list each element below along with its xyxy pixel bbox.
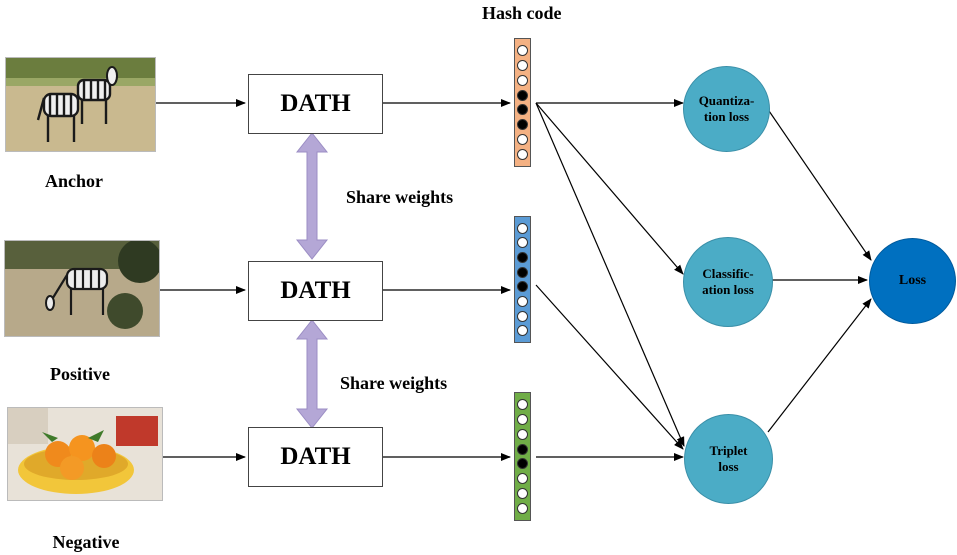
positive-caption: Positive <box>50 364 110 384</box>
hash-code-title: Hash code <box>482 3 562 23</box>
hash-bit-one <box>517 266 528 278</box>
hash-bit-one <box>517 119 528 131</box>
arrow-hash1-to-classification <box>535 102 684 275</box>
hash-bit-zero <box>517 503 528 515</box>
triplet-loss-label-line2: loss <box>718 459 739 474</box>
hash-code-negative <box>514 392 531 521</box>
hash-code-anchor <box>514 38 531 167</box>
negative-caption: Negative <box>52 532 120 552</box>
classification-loss-label-line2: ation loss <box>702 282 754 297</box>
total-loss-node: Loss <box>869 238 956 324</box>
hash-bit-zero <box>517 59 528 71</box>
hash-bit-zero <box>517 44 528 56</box>
quantization-loss-label-line2: tion loss <box>703 109 750 124</box>
hash-bit-zero <box>517 149 528 161</box>
share-weights-label-top: Share weights <box>346 187 454 207</box>
arrow-triplet-to-loss <box>767 298 872 433</box>
hash-bit-one <box>517 89 528 101</box>
hash-bit-zero <box>517 295 528 307</box>
arrow-quantization-to-loss <box>766 107 872 261</box>
triplet-loss-label-line1: Triplet <box>709 443 748 458</box>
hash-bit-one <box>517 104 528 116</box>
hash-bit-zero <box>517 428 528 440</box>
quantization-loss-node: Quantiza-tion loss <box>683 66 770 152</box>
classification-loss-node: Classific-ation loss <box>683 237 773 327</box>
positive-image <box>4 240 160 337</box>
dath-network-negative: DATH <box>248 427 383 487</box>
hash-bit-one <box>517 252 528 264</box>
hash-bit-zero <box>517 222 528 234</box>
hash-bit-zero <box>517 325 528 337</box>
share-weights-label-bottom: Share weights <box>340 373 448 393</box>
arrow-hash2-to-triplet <box>535 284 684 450</box>
hash-bit-zero <box>517 237 528 249</box>
hash-code-positive <box>514 216 531 343</box>
hash-bit-zero <box>517 413 528 425</box>
hash-bit-one <box>517 281 528 293</box>
negative-image <box>7 407 163 501</box>
hash-bit-one <box>517 458 528 470</box>
dath-network-anchor: DATH <box>248 74 383 134</box>
dath-network-positive: DATH <box>248 261 383 321</box>
anchor-caption: Anchor <box>45 171 103 191</box>
hash-bit-zero <box>517 134 528 146</box>
quantization-loss-label-line1: Quantiza- <box>698 93 755 108</box>
classification-loss-label-line1: Classific- <box>702 266 754 281</box>
share-weights-arrow-top <box>295 132 329 260</box>
arrow-hash1-to-triplet <box>535 102 685 447</box>
hash-bit-zero <box>517 398 528 410</box>
hash-bit-zero <box>517 488 528 500</box>
share-weights-arrow-bottom <box>295 319 329 429</box>
hash-bit-zero <box>517 74 528 86</box>
hash-bit-zero <box>517 310 528 322</box>
anchor-image <box>5 57 156 152</box>
hash-bit-one <box>517 443 528 455</box>
hash-bit-zero <box>517 473 528 485</box>
